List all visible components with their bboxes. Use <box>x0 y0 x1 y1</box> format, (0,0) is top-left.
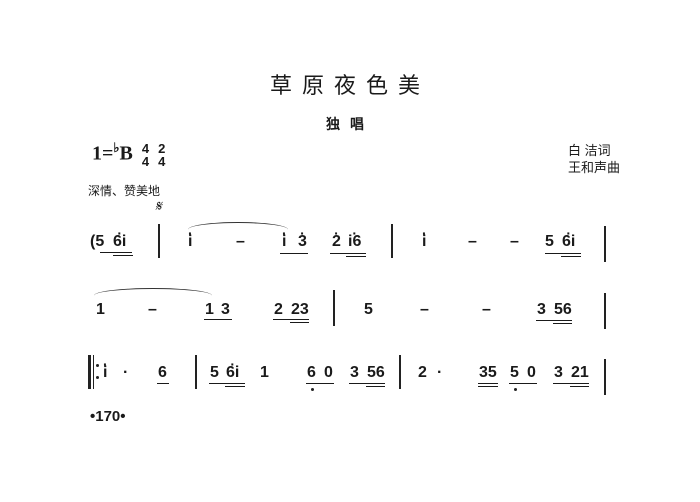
underline <box>536 320 572 321</box>
lyricist: 白 洁词 <box>568 143 611 158</box>
lower-octave-dot <box>514 388 517 391</box>
dash: – <box>236 233 245 250</box>
note: 1 <box>260 364 269 381</box>
note: 6i <box>562 224 576 251</box>
dash: – <box>482 301 491 318</box>
song-subtitle: 独唱 <box>326 116 374 132</box>
note: 6i <box>226 355 240 382</box>
underline <box>570 386 589 387</box>
note: 5 <box>364 301 373 318</box>
repeat-barline-thin <box>93 355 94 389</box>
page-number: •170• <box>90 408 126 425</box>
dash: – <box>468 233 477 250</box>
note: 2 <box>274 301 283 318</box>
barline <box>195 355 197 389</box>
repeat-dot <box>96 376 99 379</box>
dot: · <box>123 364 129 381</box>
note: 3 <box>554 364 563 381</box>
note: 6 <box>158 364 167 381</box>
underline <box>209 383 245 384</box>
underline <box>366 386 385 387</box>
underline <box>113 255 133 256</box>
note: 3 <box>221 301 230 318</box>
note: 5 <box>510 364 519 381</box>
dot: · <box>437 364 443 381</box>
note: 0 <box>527 364 536 381</box>
repeat-barline-thick <box>88 355 91 389</box>
barline <box>399 355 401 389</box>
dash: – <box>420 301 429 318</box>
note: 6i <box>113 224 127 251</box>
key-prefix: 1= <box>92 142 114 165</box>
underline <box>330 253 366 254</box>
note: 35 <box>479 364 497 381</box>
dash: – <box>148 301 157 318</box>
underline <box>561 256 581 257</box>
underline <box>100 252 132 253</box>
note: 2 <box>418 364 427 381</box>
underline <box>290 322 309 323</box>
underline <box>280 253 308 254</box>
note: i <box>282 224 287 251</box>
credits: 白 洁词 王和声曲 <box>568 142 620 176</box>
composer: 王和声曲 <box>568 160 621 175</box>
underline <box>204 319 232 320</box>
key-note: B <box>119 142 133 165</box>
note: 0 <box>324 364 333 381</box>
note: 5 <box>545 233 554 250</box>
barline <box>604 293 606 329</box>
dash: – <box>510 233 519 250</box>
underline <box>545 253 581 254</box>
song-title: 草原夜色美 <box>269 74 430 99</box>
barline <box>333 290 335 326</box>
barline <box>158 224 160 258</box>
underline <box>509 383 537 384</box>
repeat-dot <box>96 364 99 367</box>
underline <box>273 319 309 320</box>
slur <box>94 288 212 303</box>
barline <box>604 226 606 262</box>
underline <box>478 386 498 387</box>
note: 3 <box>350 364 359 381</box>
note: (5 <box>90 233 105 250</box>
note: 6 <box>307 364 316 381</box>
note: i6 <box>348 224 362 251</box>
note: 5 <box>210 364 219 381</box>
note: 23 <box>291 301 309 318</box>
note: 3 <box>298 224 307 251</box>
underline <box>478 383 498 384</box>
underline <box>306 383 334 384</box>
note: i <box>422 224 427 251</box>
segno-icon: 𝄋 <box>155 197 162 215</box>
note: 21 <box>571 364 589 381</box>
underline <box>553 323 572 324</box>
underline <box>349 383 385 384</box>
note: 2 <box>332 224 341 251</box>
note: i <box>103 355 108 382</box>
underline <box>553 383 589 384</box>
flat-icon: ♭ <box>113 140 120 155</box>
barline <box>391 224 393 258</box>
tempo-marking: 深情、赞美地 <box>88 184 161 198</box>
note: 1 <box>96 301 105 318</box>
note: i <box>188 224 193 251</box>
note: 56 <box>554 301 572 318</box>
slur <box>188 222 288 237</box>
note: 56 <box>367 364 385 381</box>
note: 1 <box>205 301 214 318</box>
barline <box>604 359 606 395</box>
note: 3 <box>537 301 546 318</box>
underline <box>225 386 245 387</box>
lower-octave-dot <box>311 388 314 391</box>
underline <box>157 383 169 384</box>
underline <box>346 256 366 257</box>
